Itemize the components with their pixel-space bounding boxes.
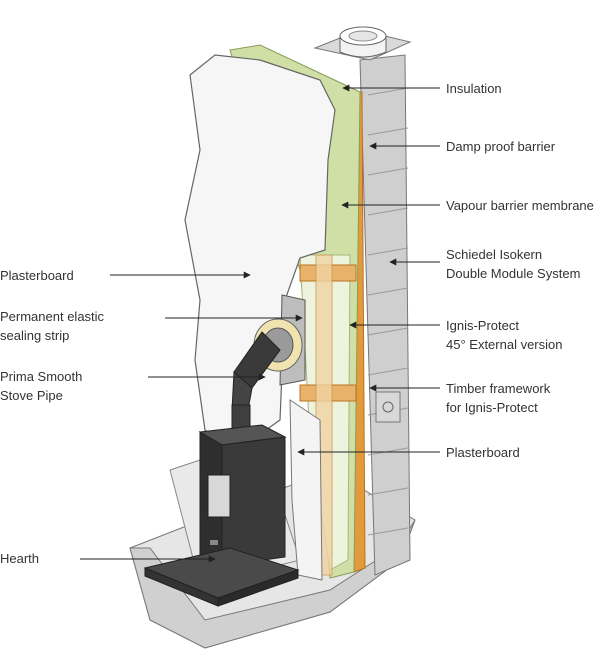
label-hearth: Hearth (0, 551, 40, 566)
plasterboard-lower (289, 399, 323, 581)
isokern-chimney (313, 26, 412, 576)
label-ignis-line1: Ignis-Protect (446, 318, 519, 333)
wood-stove (198, 424, 287, 567)
label-isokern-line2: Double Module System (446, 266, 581, 281)
label-insulation: Insulation (446, 81, 502, 96)
label-timber-line2: for Ignis-Protect (446, 400, 538, 415)
label-isokern-line1: Schiedel Isokern (446, 247, 543, 262)
label-sealing-line2: sealing strip (0, 328, 70, 343)
label-vapour-barrier-membrane: Vapour barrier membrane (446, 198, 594, 213)
label-plasterboard-right: Plasterboard (446, 445, 520, 460)
label-stove-pipe-line1: Prima Smooth (0, 369, 83, 384)
label-stove-pipe-line2: Stove Pipe (0, 388, 63, 403)
leader-lines (80, 84, 440, 563)
label-ignis-line2: 45° External version (446, 337, 563, 352)
label-timber-line1: Timber framework (446, 381, 551, 396)
label-plasterboard-left: Plasterboard (0, 268, 74, 283)
label-damp-proof-barrier: Damp proof barrier (446, 139, 556, 154)
label-sealing-line1: Permanent elastic (0, 309, 105, 324)
